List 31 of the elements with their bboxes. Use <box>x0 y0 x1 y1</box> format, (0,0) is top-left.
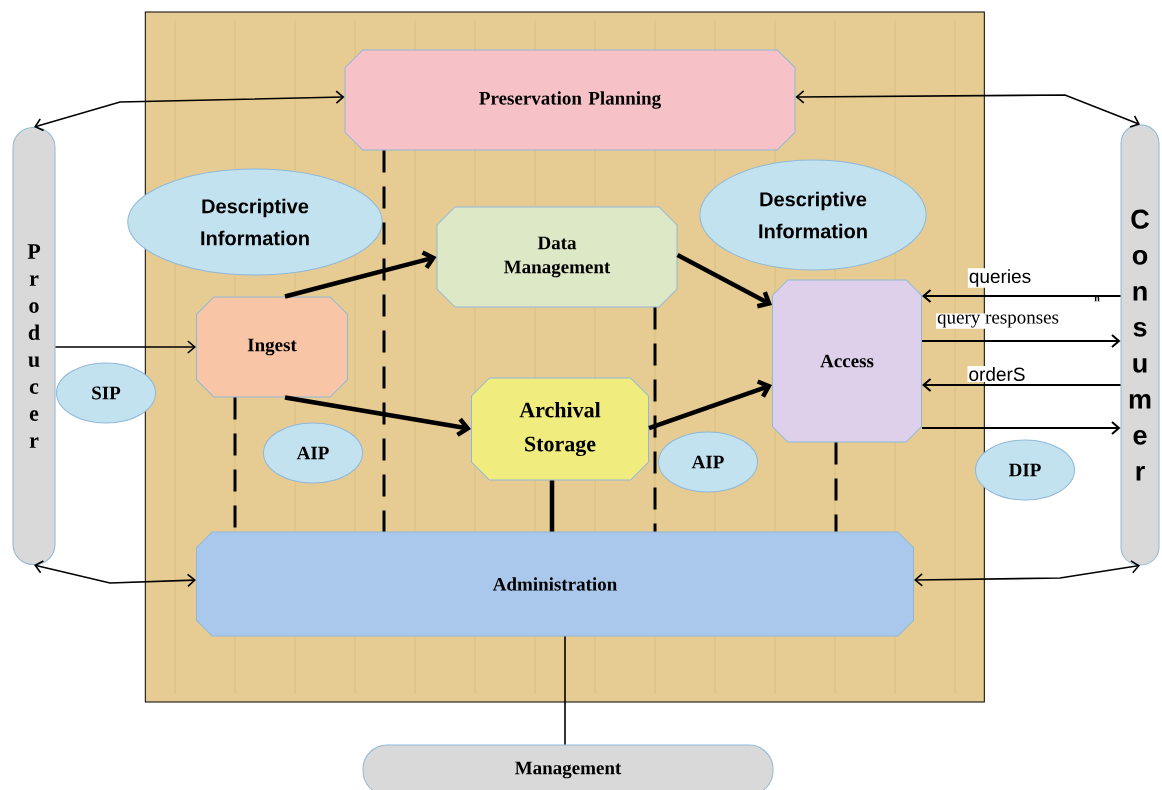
arrow <box>648 379 772 431</box>
arrow <box>284 250 437 299</box>
arrow <box>284 395 471 437</box>
function-box: Ingest <box>196 296 348 398</box>
arrow <box>54 340 196 354</box>
entity-bar: Producer <box>12 127 56 565</box>
arrow <box>922 378 1122 392</box>
arrow <box>922 289 1122 303</box>
edge-label: queries <box>967 268 1033 288</box>
function-box: Access <box>772 279 922 443</box>
arrow <box>34 90 345 132</box>
arrow <box>34 560 196 588</box>
dashed-line <box>382 150 386 532</box>
edge-label: query responses <box>936 313 1060 329</box>
edge-label: orderS <box>967 366 1027 382</box>
dashed-line <box>834 442 838 532</box>
function-box: Data Management <box>436 206 678 308</box>
note-text: n <box>1094 296 1100 302</box>
arrow <box>795 90 1140 128</box>
function-box: Preservation Planning <box>344 49 796 151</box>
arrow <box>921 334 1121 348</box>
arrow <box>914 560 1140 587</box>
function-box: Archival Storage <box>471 377 649 481</box>
arrow <box>676 253 772 309</box>
connector-line <box>549 480 555 532</box>
connector-line <box>564 635 566 746</box>
arrow <box>921 421 1121 435</box>
dashed-line <box>653 307 657 532</box>
entity-bar: Management <box>362 744 774 790</box>
function-box: Administration <box>196 531 914 637</box>
entity-bar: Consumer <box>1120 124 1160 566</box>
